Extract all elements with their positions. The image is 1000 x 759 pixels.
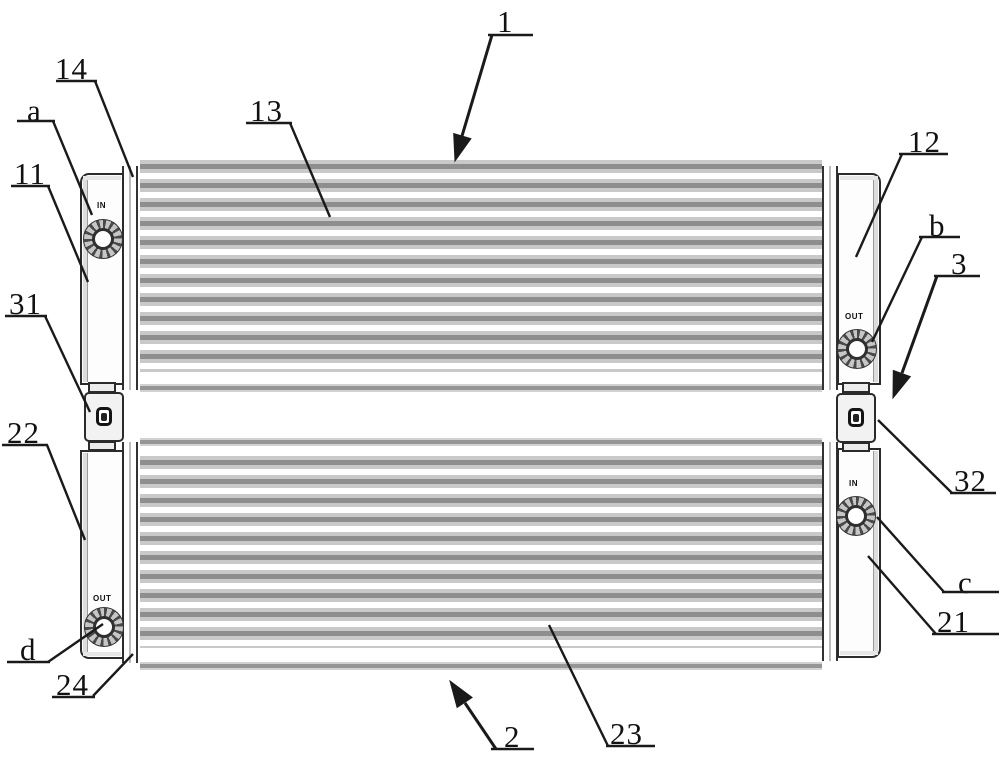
port-b-out-label: OUT [845,312,864,321]
bottom-core-top-side-plate [140,438,822,446]
callout-11: 11 [14,156,46,191]
tank-edge-shading [83,453,88,656]
bottom-core-right-tank [837,448,881,658]
port-d-bottom-left-outlet [84,607,124,647]
left-intercore-connector-31 [84,392,124,442]
callout-12: 12 [908,124,941,159]
right-connector-lower-neck [842,442,870,452]
tank-edge-shading [873,451,878,655]
port-c-in-label: IN [849,479,858,488]
arrow-1-shaft [460,34,494,137]
arrow-2-shaft [463,702,498,750]
port-d-out-label: OUT [93,594,112,603]
callout-2: 2 [504,719,521,754]
callout-d: d [20,632,37,667]
callout-13: 13 [250,93,283,128]
bottom-core-tube-fin-stack [140,456,822,648]
bottom-core-left-header-plate [122,442,138,663]
callout-23: 23 [610,716,643,751]
callout-32: 32 [954,463,987,498]
callout-c: c [958,565,973,600]
leader-32 [877,419,953,494]
arrow-1-head [453,132,472,163]
callout-31: 31 [9,286,42,321]
port-b-top-right-outlet [837,329,877,369]
top-core-tube-fin-stack [140,160,822,372]
leader-14 [93,80,135,178]
arrow-3-head [892,369,912,400]
tank-edge-shading [83,176,88,382]
port-a-in-label: IN [97,201,106,210]
port-c-bottom-right-inlet [836,496,876,536]
right-connector-bolt-hole [848,408,864,427]
callout-24: 24 [56,667,89,702]
right-intercore-connector-32 [836,393,876,443]
tank-bottom-shading [840,651,878,655]
callout-1: 1 [497,4,514,39]
callout-21: 21 [937,604,970,639]
callout-b: b [929,208,946,243]
left-connector-bolt-hole [96,407,112,426]
arrow-2-head [449,679,473,709]
top-core-right-header-plate [822,166,838,390]
left-connector-lower-neck [88,441,116,451]
callout-3: 3 [951,246,968,281]
callout-14: 14 [55,51,88,86]
top-core-left-header-plate [122,166,138,390]
top-core-bottom-side-plate [140,384,822,392]
bottom-core-bottom-side-plate [140,662,822,670]
callout-22: 22 [7,415,40,450]
port-a-top-left-inlet [83,219,123,259]
right-connector-upper-neck [842,382,870,393]
tank-top-shading [840,176,878,180]
callout-a: a [27,93,42,128]
arrow-3-shaft [900,275,939,374]
leader-c [876,516,945,593]
tank-top-shading [83,176,121,180]
bottom-core-right-header-plate [822,442,838,661]
tank-bottom-shading [83,652,121,656]
